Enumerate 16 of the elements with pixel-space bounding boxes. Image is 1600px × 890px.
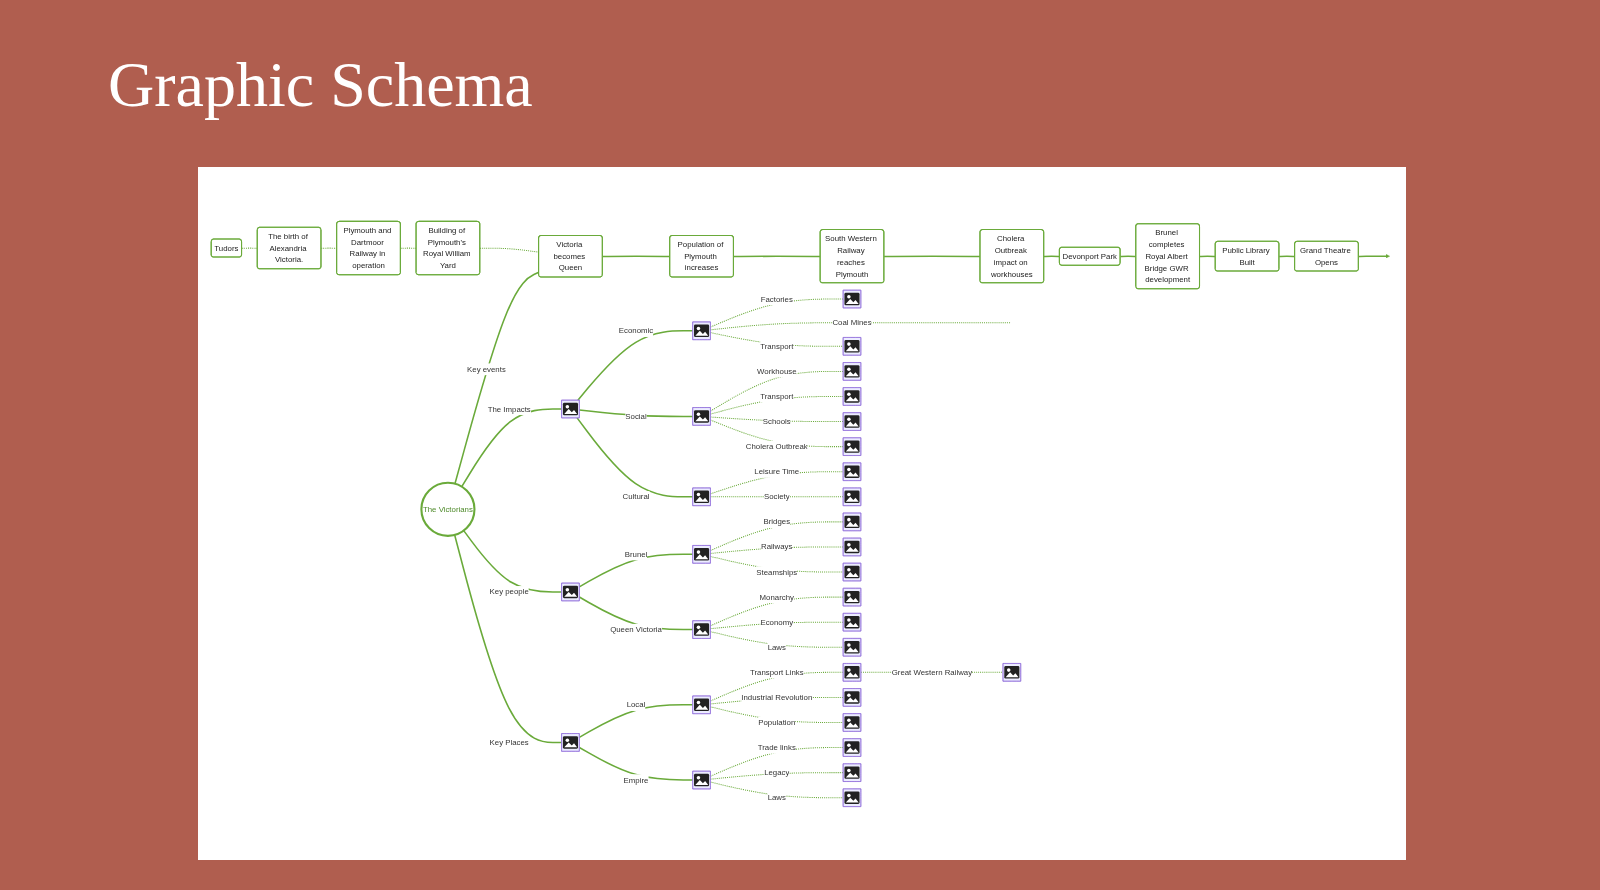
connector	[709, 781, 844, 798]
connector	[453, 533, 563, 743]
connector	[578, 408, 694, 417]
connector	[462, 529, 563, 593]
connector	[241, 247, 258, 249]
connector	[576, 416, 694, 498]
connector	[578, 703, 694, 738]
connector	[460, 407, 563, 487]
connector	[578, 746, 694, 781]
connector	[709, 321, 1011, 330]
connector	[709, 630, 844, 648]
connector	[400, 247, 417, 249]
node-circle	[420, 481, 476, 537]
slide-title: Graphic Schema	[108, 48, 533, 122]
connector	[577, 329, 694, 401]
connector	[578, 553, 694, 588]
